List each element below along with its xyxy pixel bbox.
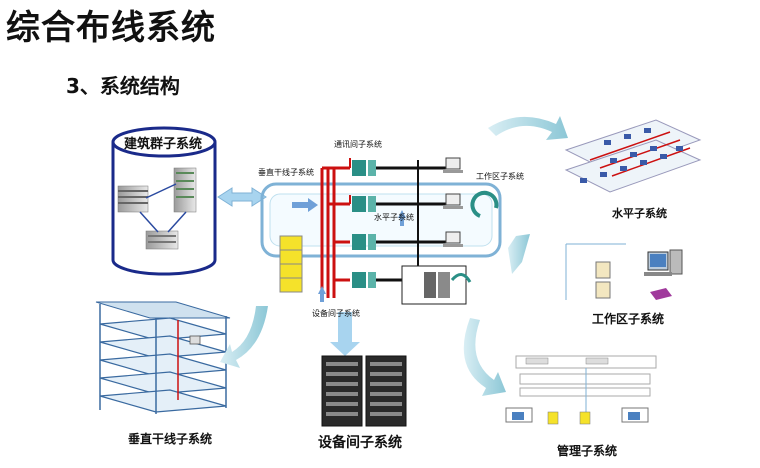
- double-arrow-left: [217, 187, 267, 207]
- work-area-pcs: [443, 157, 463, 247]
- horizontal-floor-plan: [564, 119, 702, 193]
- arrow-to-equipment-room: [330, 312, 360, 356]
- distribution-cabinet: [279, 235, 303, 293]
- section-subtitle: 3、系统结构: [66, 74, 180, 98]
- label-building-group: 建筑群子系统: [124, 137, 203, 152]
- equipment-room-inset: [401, 265, 472, 305]
- arrow-to-work-area: [508, 234, 530, 274]
- label-admin: 管理子系统: [557, 444, 618, 458]
- label-horizontal-center: 水平子系统: [374, 213, 414, 222]
- page-title: 综合布线系统: [6, 8, 216, 48]
- label-backbone: 垂直干线子系统: [128, 432, 213, 446]
- telecom-patch-panels: [352, 160, 376, 288]
- curved-arrow-top-right: [488, 116, 568, 140]
- label-work-area-top: 工作区子系统: [476, 172, 524, 181]
- work-area-devices: [565, 243, 683, 300]
- label-work-area: 工作区子系统: [592, 312, 665, 326]
- central-frame: [260, 182, 502, 258]
- curved-arrow-bottom-right: [463, 318, 506, 396]
- building-group-cylinder: [111, 126, 217, 276]
- label-backbone-top: 垂直干线子系统: [258, 168, 314, 177]
- label-horizontal: 水平子系统: [612, 207, 667, 220]
- label-equipment-room: 设备间子系统: [318, 435, 402, 451]
- curved-arrow-bottom-left: [220, 306, 268, 368]
- label-equipment-room-center: 设备间子系统: [312, 309, 360, 318]
- label-telecom-room: 通讯间子系统: [334, 140, 382, 149]
- inner-arrows: [292, 190, 499, 302]
- building-icon: [117, 167, 197, 250]
- equipment-rack: [321, 355, 407, 427]
- backbone-cables: [320, 158, 351, 298]
- backbone-building: [95, 301, 231, 414]
- admin-diagram: [505, 355, 657, 425]
